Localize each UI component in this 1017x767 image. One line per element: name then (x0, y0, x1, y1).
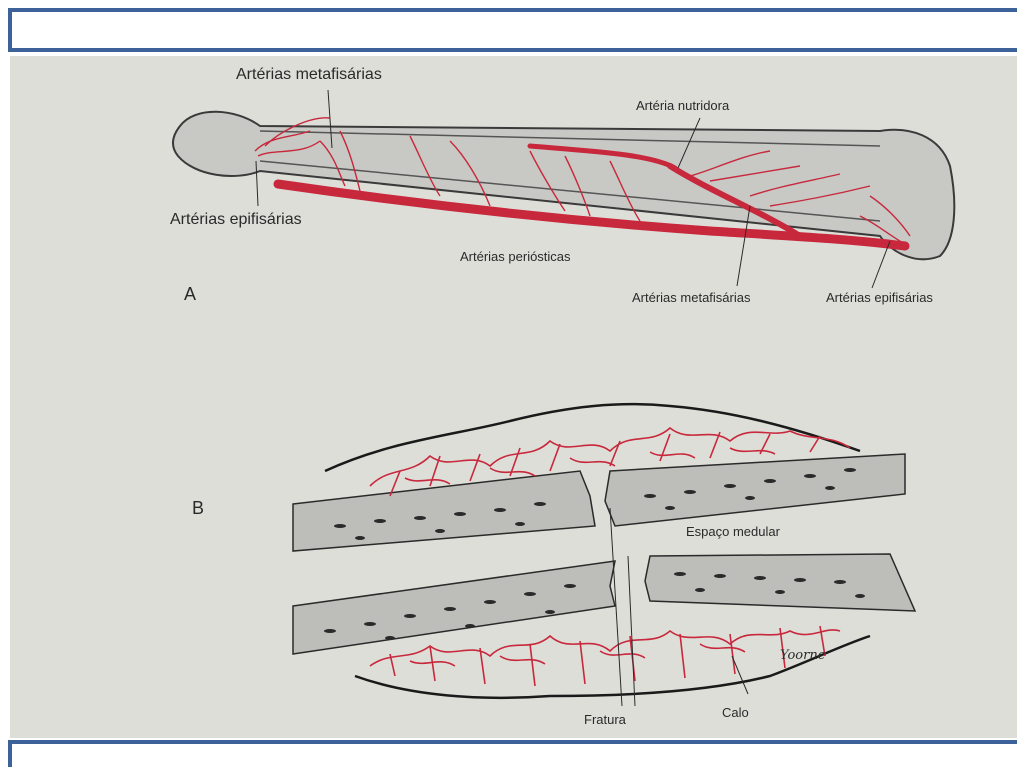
label-callus: Calo (722, 705, 749, 720)
label-epiphyseal-arteries-left: Artérias epifisárias (170, 211, 302, 229)
top-frame-bar (8, 8, 1017, 52)
label-metaphyseal-arteries-bottom: Artérias metafisárias (632, 290, 750, 305)
label-periosteal-arteries: Artérias periósticas (460, 249, 571, 264)
textbook-photo: Artérias metafisárias Artéria nutridora … (10, 56, 1017, 738)
bone-vascular-illustration (10, 56, 1017, 738)
illustrator-signature: Yoorne (780, 648, 825, 663)
label-medullary-space: Espaço medular (686, 524, 780, 539)
label-epiphyseal-arteries-right: Artérias epifisárias (826, 290, 933, 305)
panel-b-letter: B (192, 498, 204, 519)
panel-a-letter: A (184, 284, 196, 305)
bottom-frame-bar (8, 740, 1017, 767)
label-fracture: Fratura (584, 712, 626, 727)
label-nutrient-artery: Artéria nutridora (636, 98, 729, 113)
label-metaphyseal-arteries-top: Artérias metafisárias (236, 66, 382, 84)
